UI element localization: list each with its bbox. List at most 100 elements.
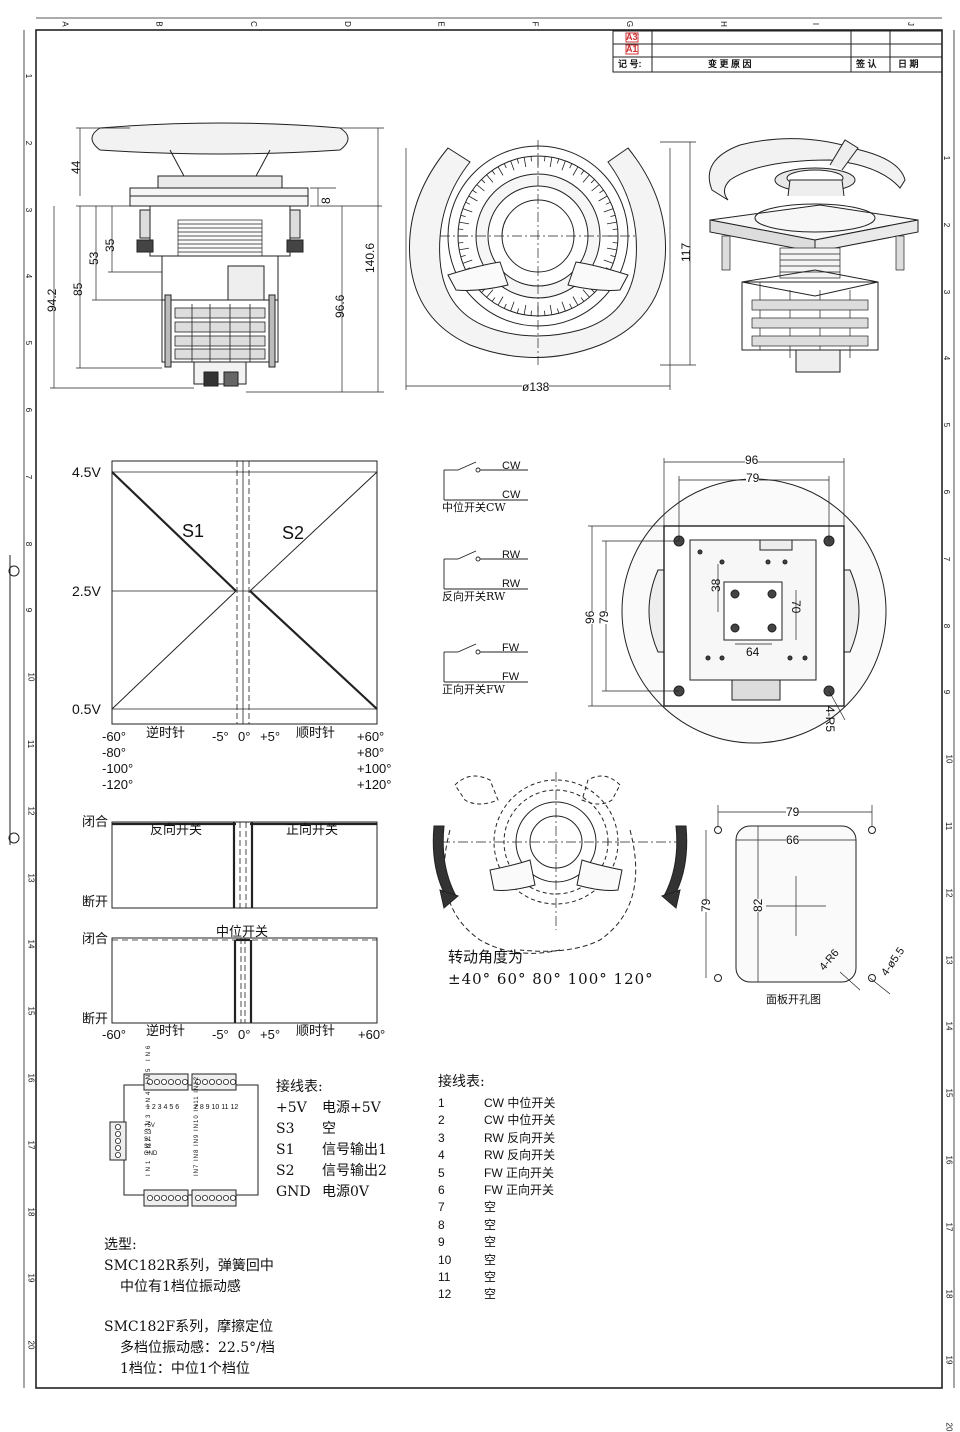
wiring-left-desc: 信号输出1 [322,1143,387,1157]
panel-cutout-caption: 面板开孔图 [766,994,821,1005]
dim-140-6: 140.6 [364,243,376,273]
forward-switch-caption: 正向开关FW [442,684,505,695]
terminal-screw [216,1195,221,1200]
selection-line-2: 中位有1档位振动感 [120,1280,241,1294]
terminal-screw [154,1195,159,1200]
terminal-screw [154,1079,159,1084]
border-number: 9 [24,608,32,612]
border-number: 6 [942,490,950,494]
border-number: 12 [26,806,34,815]
wiring-right-desc: 空 [484,1219,496,1231]
border-number: 16 [944,1156,952,1165]
border-number: 11 [26,740,34,748]
sw2-closed-label: 闭合 [82,933,108,946]
sw2-x-right: +60° [358,1028,385,1041]
terminal-screw [195,1195,200,1200]
sw2-x-zero: 0° [238,1028,250,1041]
border-number: 17 [944,1222,952,1231]
wiring-right-no: 1 [438,1097,445,1109]
wiring-right-no: 11 [438,1271,450,1283]
border-number: 18 [944,1289,952,1298]
wiring-right-no: 3 [438,1132,445,1144]
signature-label: 签 认 [856,60,877,69]
border-number: 2 [24,141,32,145]
dim-44: 44 [70,161,82,174]
dim-94-2: 94.2 [46,289,58,312]
border-number: 9 [942,690,950,694]
change-reason-label: 变 更 原 因 [708,60,752,69]
wiring-left-desc: 信号输出2 [322,1164,387,1178]
border-letter: D [343,21,351,27]
terminal-screw [115,1131,120,1136]
terminal-screw [230,1195,235,1200]
terminal-screw [223,1195,228,1200]
sw2-x-minus-5: -5° [212,1028,229,1041]
selection-line-3: SMC182F系列，摩擦定位 [104,1320,273,1334]
dim-d138: ø138 [522,381,549,393]
border-number: 15 [944,1089,952,1098]
terminal-screw [230,1079,235,1084]
border-number: 11 [944,822,952,830]
wiring-right-title: 接线表: [438,1075,485,1089]
cw-terminal-b: CW [502,490,520,501]
record-no-label: 记 号: [618,60,642,69]
sw2-x-plus-5: +5° [260,1028,280,1041]
border-letter: A [61,21,69,26]
border-number: 13 [26,873,34,882]
terminal-screw [182,1079,187,1084]
sw1-closed-label: 闭合 [82,816,108,829]
fw-terminal-a: FW [502,643,519,654]
terminal-screw [161,1079,166,1084]
wiring-left-title: 接线表: [276,1080,323,1094]
border-number: 18 [26,1207,34,1216]
terminal-screw [216,1079,221,1084]
border-number: 10 [26,673,34,682]
x-tick-plus-5: +5° [260,730,280,743]
wiring-right-no: 5 [438,1167,445,1179]
border-number: 8 [942,623,950,627]
border-number: 10 [944,755,952,764]
wiring-left-desc: 空 [322,1122,336,1136]
border-letter: G [625,21,633,27]
dim-8: 8 [320,197,332,204]
wiring-right-no: 2 [438,1114,445,1126]
wiring-right-desc: 空 [484,1201,496,1213]
terminal-screw [168,1195,173,1200]
wiring-left-pin: +5V [276,1101,307,1115]
terminal-screw [182,1195,187,1200]
dim-35: 35 [104,239,116,252]
sw2-ccw-label: 逆时针 [146,1025,185,1038]
wiring-right-no: 7 [438,1201,445,1213]
dim-bottom-79: 79 [746,472,759,484]
terminal-screw [202,1195,207,1200]
title-block-lines [613,31,942,72]
border-number: 12 [944,888,952,897]
x-tick-left-120: -120° [102,778,133,791]
x-tick-left-60: -60° [102,730,126,743]
rotation-angle-title: 转动角度为 [448,950,523,965]
border-letter: I [811,23,819,25]
sw2-cw-label: 顺时针 [296,1025,335,1038]
terminal-screw [209,1195,214,1200]
center-switch-caption: 中位开关CW [442,502,506,513]
wiring-left-pin: S2 [276,1164,295,1178]
dim-117: 117 [680,243,692,262]
wiring-left-desc: 电源0V [322,1185,369,1199]
x-tick-right-80: +80° [357,746,384,759]
wiring-right-no: 8 [438,1219,445,1231]
dim-bottom-96-v: 96 [584,611,596,624]
wiring-right-no: 12 [438,1288,451,1300]
border-number: 20 [944,1423,952,1432]
border-number: 5 [942,423,950,427]
sheet-size-a3: A3 [626,33,638,42]
fw-terminal-b: FW [502,672,519,683]
wiring-right-desc: FW 正向开关 [484,1184,554,1196]
rw-terminal-b: RW [502,579,520,590]
x-tick-right-60: +60° [357,730,384,743]
terminal-screw [115,1145,120,1150]
wiring-left-desc: 电源+5V [322,1101,381,1115]
dim-53: 53 [88,252,100,265]
border-number: 8 [24,541,32,545]
wiring-right-desc: 空 [484,1236,496,1248]
border-number: 1 [24,74,32,78]
